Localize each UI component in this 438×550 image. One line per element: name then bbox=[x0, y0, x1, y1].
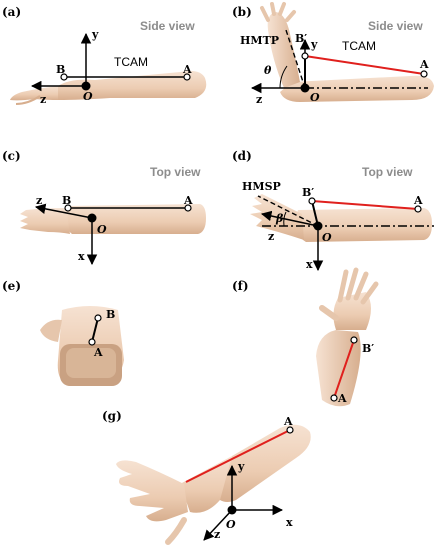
panel-g-x-label: x bbox=[286, 516, 293, 529]
panel-b-y-label: y bbox=[310, 38, 318, 51]
panel-d-beta-label: β bbox=[275, 212, 284, 225]
panel-d-origin bbox=[313, 221, 323, 231]
panel-a-z-label: z bbox=[40, 93, 46, 106]
panel-c-origin-label: O bbox=[97, 223, 107, 236]
panel-f: (f) B′ A bbox=[232, 267, 379, 407]
panel-e: (e) B A bbox=[2, 279, 124, 386]
panel-a-point-b bbox=[60, 73, 68, 81]
panel-a-origin-label: O bbox=[83, 90, 93, 103]
panel-e-point-b bbox=[94, 314, 102, 322]
panel-c-point-a bbox=[184, 204, 192, 212]
panel-f-a-label: A bbox=[337, 392, 347, 405]
panel-c-x-label: x bbox=[78, 250, 85, 263]
panel-a-forearm bbox=[10, 70, 207, 105]
panel-c-point-b bbox=[64, 204, 72, 212]
panel-d-origin-label: O bbox=[322, 231, 332, 244]
panel-b-hmtp-label: HMTP bbox=[240, 34, 279, 47]
panel-a-b-label: B bbox=[56, 63, 65, 76]
panel-a-origin bbox=[81, 81, 91, 91]
panel-f-point-bp bbox=[350, 336, 358, 344]
panel-g-label: (g) bbox=[102, 409, 122, 423]
panel-b-forearm bbox=[260, 2, 434, 102]
panel-a-view-title: Side view bbox=[140, 19, 195, 33]
panel-e-label: (e) bbox=[2, 279, 21, 293]
panel-g: (g) y x z O A bbox=[102, 409, 311, 545]
panel-b-view-title: Side view bbox=[368, 19, 423, 33]
panel-d: (d) Top view x z O HMSP B′ A β bbox=[232, 149, 434, 272]
panel-c-view-title: Top view bbox=[150, 165, 201, 179]
panel-d-hmsp-line bbox=[257, 195, 319, 227]
panel-b-z-label: z bbox=[256, 93, 262, 106]
panel-f-point-a bbox=[330, 394, 338, 402]
panel-d-beta-arc bbox=[283, 211, 287, 227]
panel-g-z-axis bbox=[203, 509, 233, 541]
panel-g-a-label: A bbox=[283, 415, 293, 428]
panel-d-z-axis bbox=[260, 210, 319, 227]
panel-a-a-label: A bbox=[182, 63, 192, 76]
panel-g-z-label: z bbox=[214, 528, 220, 541]
panel-d-z-label: z bbox=[268, 230, 274, 243]
panel-d-bp-label: B′ bbox=[302, 186, 314, 199]
panel-d-x-label: x bbox=[306, 258, 313, 271]
panel-b-origin bbox=[300, 83, 310, 93]
panel-b-bp-label: B′ bbox=[295, 32, 307, 45]
panel-b-theta-arc bbox=[279, 65, 288, 89]
panel-b-red-segment bbox=[304, 55, 425, 75]
panel-d-a-label: A bbox=[413, 194, 423, 207]
panel-e-forearm bbox=[40, 306, 124, 386]
panel-g-origin-label: O bbox=[226, 518, 236, 531]
panel-a: (a) Side view y z O TCAM B A bbox=[2, 5, 207, 106]
panel-f-bp-label: B′ bbox=[362, 342, 374, 355]
panel-b-theta-label: θ bbox=[264, 64, 272, 77]
panel-g-forearm bbox=[116, 424, 311, 545]
panel-g-red-segment bbox=[185, 429, 291, 483]
panel-e-a-label: A bbox=[93, 346, 103, 359]
panel-a-point-a bbox=[183, 73, 191, 81]
panel-d-hmsp-label: HMSP bbox=[242, 180, 281, 193]
panel-d-point-a bbox=[414, 205, 422, 213]
panel-c: (c) Top view x z O B A bbox=[2, 149, 206, 266]
panel-f-red-segment bbox=[333, 339, 355, 399]
panel-b-hmtp-line bbox=[285, 29, 306, 89]
panel-g-point-a bbox=[286, 426, 294, 434]
panel-c-origin bbox=[87, 213, 97, 223]
panel-c-z-axis bbox=[34, 203, 93, 219]
panel-g-origin bbox=[227, 505, 237, 515]
panel-b-a-label: A bbox=[419, 58, 429, 71]
panel-e-point-a bbox=[88, 338, 96, 346]
panel-b-origin-label: O bbox=[310, 91, 320, 104]
panel-b-point-a bbox=[420, 70, 428, 78]
panel-d-view-title: Top view bbox=[362, 165, 413, 179]
panel-a-label: (a) bbox=[2, 5, 21, 19]
panel-f-forearm bbox=[316, 267, 379, 407]
panel-c-a-label: A bbox=[183, 194, 193, 207]
panel-e-b-label: B bbox=[106, 308, 115, 321]
panel-a-tcam-label: TCAM bbox=[114, 55, 148, 69]
panel-c-z-label: z bbox=[36, 194, 42, 207]
panel-e-segment bbox=[91, 317, 99, 343]
panel-d-point-bp bbox=[308, 197, 316, 205]
panel-b: (b) Side view y z O TCAM HMTP B′ A θ bbox=[232, 2, 434, 106]
panel-c-label: (c) bbox=[2, 149, 21, 163]
panel-b-label: (b) bbox=[232, 5, 252, 19]
panel-d-red-segment bbox=[311, 200, 419, 210]
panel-a-y-label: y bbox=[91, 28, 99, 41]
panel-d-label: (d) bbox=[232, 149, 252, 163]
panel-c-b-label: B bbox=[62, 194, 71, 207]
panel-b-tcam-label: TCAM bbox=[342, 39, 376, 53]
panel-g-y-label: y bbox=[237, 460, 245, 473]
panel-b-point-bp bbox=[301, 52, 309, 60]
panel-f-label: (f) bbox=[232, 279, 249, 293]
panel-c-forearm bbox=[20, 204, 206, 234]
